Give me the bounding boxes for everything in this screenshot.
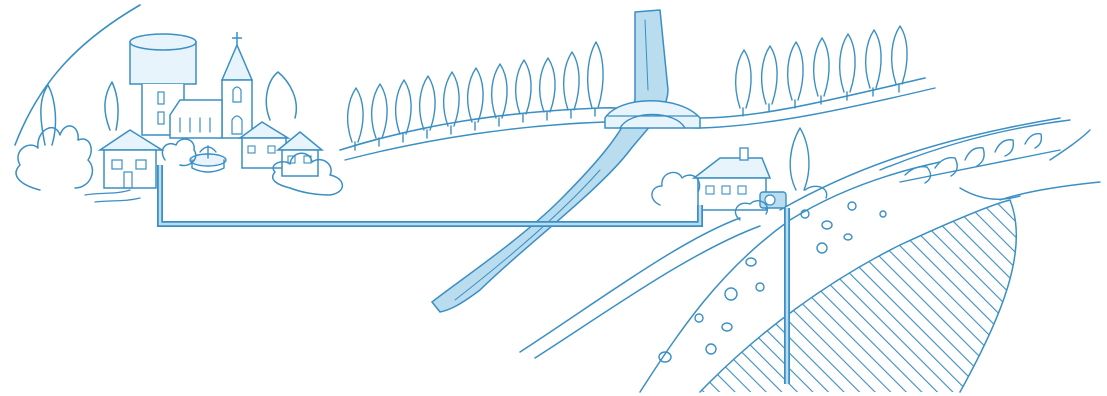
house-left bbox=[100, 130, 162, 188]
pumping-station bbox=[652, 128, 827, 220]
river bbox=[432, 10, 700, 312]
river-water bbox=[432, 10, 668, 312]
houses-cluster bbox=[240, 122, 322, 176]
aquifer-hatching bbox=[690, 190, 1030, 396]
village bbox=[16, 32, 342, 195]
poplar-row-right bbox=[736, 26, 907, 116]
